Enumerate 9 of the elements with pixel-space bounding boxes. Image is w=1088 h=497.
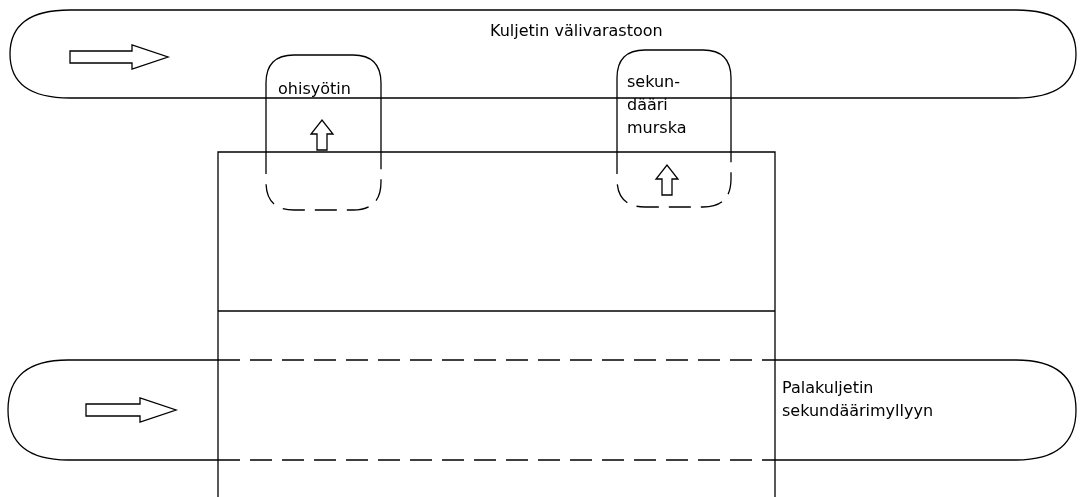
conveyor-band <box>8 360 1076 460</box>
label-text: Palakuljetin sekundäärimyllyyn <box>782 377 935 422</box>
building-outline <box>218 152 775 497</box>
feeder-chute <box>266 55 381 210</box>
conveyor-band <box>10 10 1076 98</box>
label-text: ohisyötin <box>278 78 352 100</box>
crusher-chute <box>617 50 731 207</box>
label-text: sekun- dääri murska <box>627 71 688 139</box>
label-text: Kuljetin välivarastoon <box>490 20 664 42</box>
